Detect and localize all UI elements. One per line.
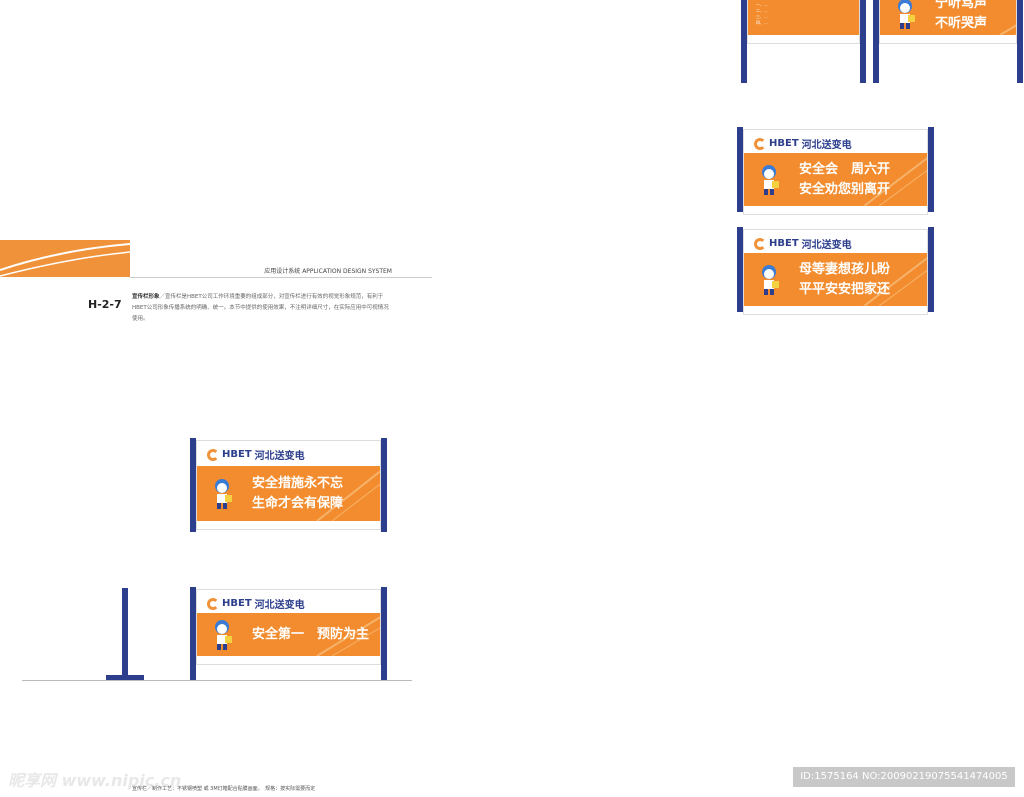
section-title: 宣传栏形象 xyxy=(132,294,160,300)
logo-name: 河北送变电 xyxy=(801,140,852,151)
logo-brand: HBET xyxy=(222,449,252,460)
mascot-icon xyxy=(898,0,915,29)
slogan-panel: 母等妻想孩儿盼平平安安把家还 xyxy=(744,253,927,306)
slogan-text: 安全措施永不忘生命才会有保障 xyxy=(252,474,372,514)
logo-mark-icon xyxy=(207,448,219,461)
mascot-icon xyxy=(762,164,779,195)
post-left xyxy=(737,127,743,212)
logo-mark-icon xyxy=(754,237,766,250)
mascot-icon xyxy=(762,264,779,295)
section-code: H-2-7 xyxy=(88,298,122,311)
slogan-line: 生命才会有保障 xyxy=(252,495,344,511)
slogan-line: 安全会 周六开 xyxy=(799,161,891,177)
post-left xyxy=(873,0,879,83)
post-left xyxy=(741,0,747,83)
post-right xyxy=(928,127,934,212)
signboard: 一、...二、...三、...四、... xyxy=(741,0,866,83)
slogan-text: 安全第一 预防为主 xyxy=(252,625,372,645)
logo-brand: HBET xyxy=(769,138,799,149)
slogan-line: 二、... xyxy=(756,8,768,13)
post-right xyxy=(1017,0,1023,83)
signboard: 宁听骂声不听哭声 xyxy=(873,0,1023,83)
logo-mark-icon xyxy=(207,597,219,610)
mascot-icon xyxy=(215,478,232,509)
header-orange-band xyxy=(0,240,130,277)
logo-name: 河北送变电 xyxy=(801,240,852,251)
slogan-panel: 安全第一 预防为主 xyxy=(197,613,380,656)
slogan-panel: 一、...二、...三、...四、... xyxy=(748,0,859,35)
slogan-text: 一、...二、...三、...四、... xyxy=(756,2,851,26)
slogan-text: 安全会 周六开安全劝您别离开 xyxy=(799,160,919,200)
slogan-line: 安全劝您别离开 xyxy=(799,181,891,197)
logo-mark-icon xyxy=(754,137,766,150)
slogan-line: 一、... xyxy=(756,2,768,7)
sign-board: 一、...二、...三、...四、... xyxy=(747,0,860,44)
slogan-panel: 安全措施永不忘生命才会有保障 xyxy=(197,466,380,521)
section-description: 宣传栏形象／宣传栏是HBET公司工作环境重要的组成部分，对宣传栏进行有效的视觉形… xyxy=(132,292,394,325)
slogan-panel: 安全会 周六开安全劝您别离开 xyxy=(744,153,927,206)
slogan-line: 安全措施永不忘 xyxy=(252,475,344,491)
slogan-line: 安全第一 预防为主 xyxy=(252,626,370,642)
slogan-panel: 宁听骂声不听哭声 xyxy=(880,0,1016,35)
watermark: 昵享网 www.nipic.cn xyxy=(8,771,182,790)
slogan-text: 宁听骂声不听哭声 xyxy=(935,0,1008,34)
logo-brand: HBET xyxy=(222,598,252,609)
post-base xyxy=(106,675,144,680)
ground-line xyxy=(22,680,412,681)
slogan-line: 平平安安把家还 xyxy=(799,281,891,297)
post-left xyxy=(737,227,743,312)
slogan-line: 三、... xyxy=(756,14,768,19)
slogan-line: 母等妻想孩儿盼 xyxy=(799,261,891,277)
post-left xyxy=(190,587,196,680)
slogan-line: 宁听骂声 xyxy=(935,0,988,11)
slogan-line: 四、... xyxy=(756,20,768,25)
post-right xyxy=(381,587,387,680)
logo-name: 河北送变电 xyxy=(254,451,305,462)
post-left xyxy=(190,438,196,532)
post-right xyxy=(381,438,387,532)
post-right xyxy=(928,227,934,312)
system-label: 应用设计系统 APPLICATION DESIGN SYSTEM xyxy=(264,268,392,275)
mascot-icon xyxy=(215,619,232,650)
slogan-line: 不听哭声 xyxy=(935,16,988,31)
logo-brand: HBET xyxy=(769,238,799,249)
image-id-box: ID:1575164 NO:20090219075541474005 xyxy=(793,767,1015,787)
post-right xyxy=(860,0,866,83)
slogan-text: 母等妻想孩儿盼平平安安把家还 xyxy=(799,260,919,300)
header-divider xyxy=(130,277,432,278)
footer-note: 宣传栏／制作工艺：不锈钢喷塑 或 3M灯箱配合贴膜画面。 规格：按实际需要而定 xyxy=(132,786,316,792)
sign-board: 宁听骂声不听哭声 xyxy=(879,0,1017,44)
logo-name: 河北送变电 xyxy=(254,600,305,611)
standalone-post xyxy=(122,588,128,680)
description-text: ／宣传栏是HBET公司工作环境重要的组成部分，对宣传栏进行有效的视觉形象规范，有… xyxy=(132,294,389,322)
